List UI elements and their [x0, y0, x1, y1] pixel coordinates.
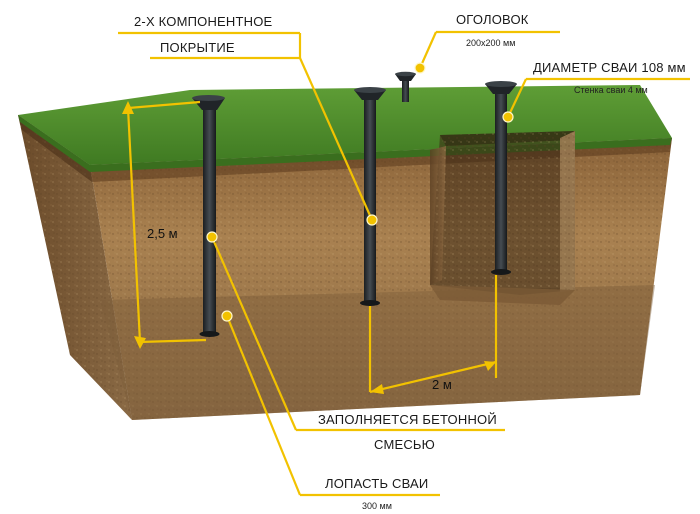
coating-label-line1: 2-Х КОМПОНЕНТНОЕ [134, 14, 273, 29]
concrete-label-line2: СМЕСЬЮ [374, 437, 435, 452]
arrow-down-icon [134, 336, 146, 349]
callout-dot-icon [206, 231, 218, 243]
pile-middle [354, 87, 386, 306]
coating-label-line2: ПОКРЫТИЕ [160, 40, 235, 55]
callout-dot-icon [366, 214, 378, 226]
concrete-label-line1: ЗАПОЛНЯЕТСЯ БЕТОННОЙ [318, 412, 497, 427]
pile-left [192, 95, 225, 337]
arrow-right-icon [484, 361, 496, 371]
blade-label: ЛОПАСТЬ СВАИ [325, 476, 429, 491]
callout-dot-icon [502, 111, 514, 123]
callout-dot-icon [221, 310, 233, 322]
arrow-left-icon [370, 384, 384, 394]
blade-size-label: 300 мм [362, 501, 392, 511]
wall-thickness-label: Стенка сваи 4 мм [574, 85, 648, 95]
cap-size-label: 200х200 мм [466, 38, 516, 48]
callout-dot-icon [414, 62, 426, 74]
pile-cap-sample [395, 71, 416, 102]
pile-right [485, 81, 517, 275]
callout-lines [118, 30, 690, 497]
arrow-up-icon [122, 101, 134, 114]
depth-label: 2,5 м [147, 226, 178, 241]
spacing-label: 2 м [432, 377, 452, 392]
cap-label: ОГОЛОВОК [456, 12, 529, 27]
diameter-label: ДИАМЕТР СВАИ 108 мм [533, 60, 686, 75]
